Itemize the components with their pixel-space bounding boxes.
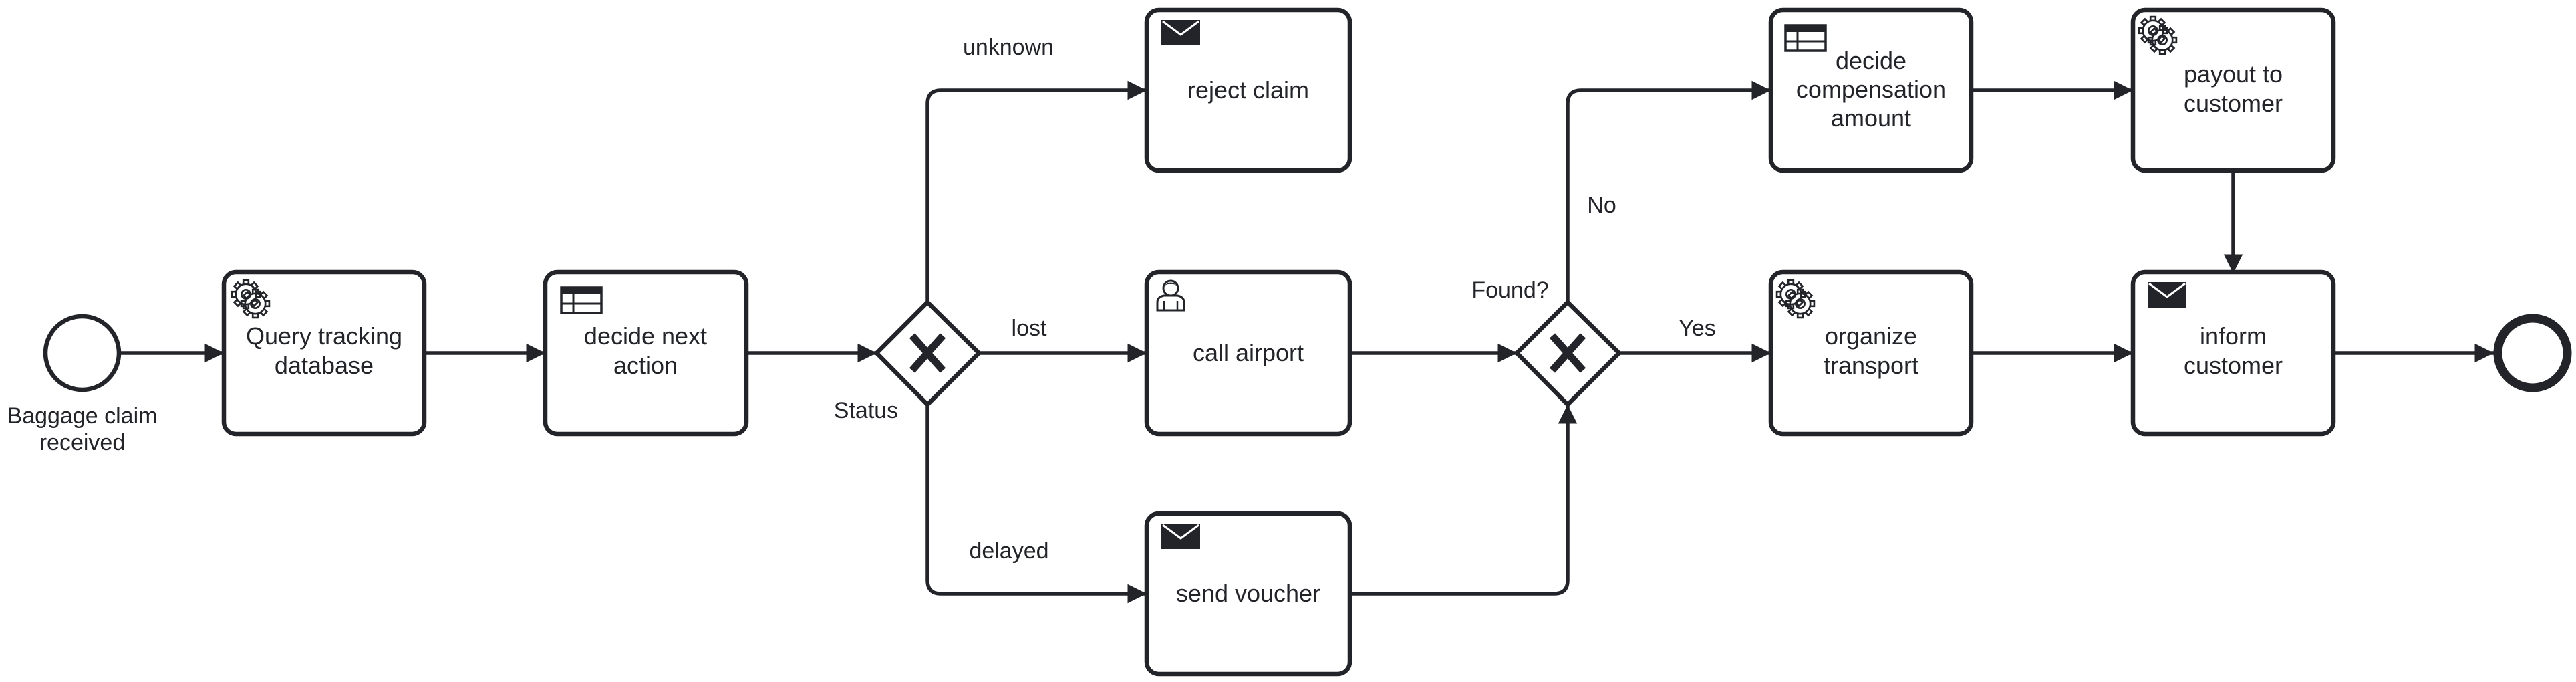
exclusive-x-icon [909, 333, 946, 373]
flow-label-delayed: delayed [969, 538, 1048, 564]
business-rule-table-icon [1784, 24, 1827, 52]
gateway-status-label: Status [834, 398, 898, 423]
flow-label-unknown: unknown [963, 35, 1054, 60]
business-rule-table-icon [560, 286, 603, 314]
gateway-found[interactable] [1514, 299, 1622, 408]
exclusive-x-icon [1549, 333, 1586, 373]
task-label: send voucher [1176, 580, 1320, 607]
flow-status-unknown[interactable] [925, 80, 1147, 302]
task-label: call airport [1193, 339, 1304, 366]
task-label: reject claim [1187, 76, 1309, 104]
flow-label-lost: lost [1012, 316, 1047, 341]
send-message-envelope-icon [1160, 522, 1201, 550]
start-event[interactable] [43, 314, 122, 392]
gateway-found-label: Found? [1471, 277, 1548, 303]
task-reject-claim[interactable]: reject claim [1144, 7, 1352, 173]
flow-voucher-to-found-gateway[interactable] [1350, 405, 1578, 596]
flow-label-yes: Yes [1679, 316, 1715, 341]
end-event[interactable] [2493, 314, 2572, 392]
send-message-envelope-icon [2146, 281, 2188, 309]
task-send-voucher[interactable]: send voucher [1144, 511, 1352, 677]
gateway-status[interactable] [873, 299, 982, 408]
task-call-airport[interactable]: call airport [1144, 269, 1352, 437]
sequence-flows [120, 80, 2494, 604]
flow-status-delayed[interactable] [925, 405, 1147, 604]
send-message-envelope-icon [1160, 19, 1201, 47]
flow-found-no[interactable] [1566, 80, 1771, 302]
flow-label-no: No [1587, 193, 1616, 218]
